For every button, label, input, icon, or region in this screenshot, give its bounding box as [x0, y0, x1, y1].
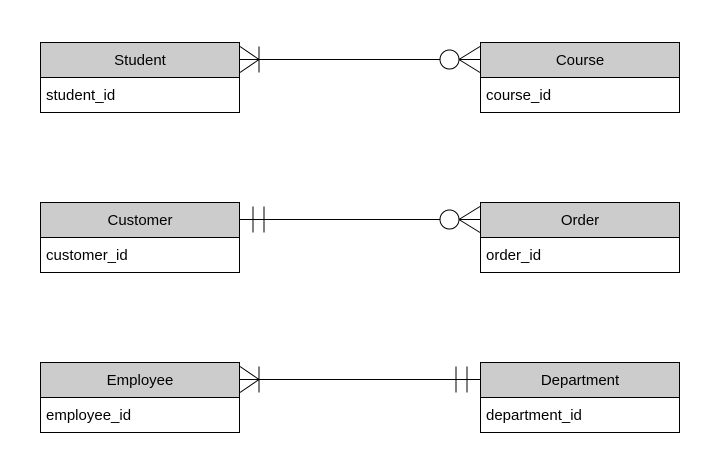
entity-customer-attribute-row: customer_id [41, 238, 239, 272]
attribute-label: order_id [486, 246, 542, 264]
entity-title: Course [555, 51, 605, 69]
entity-customer-header: Customer [41, 203, 239, 238]
entity-customer[interactable]: Customer customer_id [40, 202, 240, 273]
entity-employee-attribute-row: employee_id [41, 398, 239, 432]
cardinality-zero-or-many-icon [439, 46, 481, 73]
attribute-label: customer_id [46, 246, 128, 264]
cardinality-one-or-many-icon [239, 366, 260, 393]
entity-course-header: Course [481, 43, 679, 78]
connector-student-course[interactable] [239, 46, 481, 73]
entity-title: Employee [106, 371, 174, 389]
attribute-label: employee_id [46, 406, 132, 424]
entity-order-attribute-row: order_id [481, 238, 679, 272]
entity-course[interactable]: Course course_id [480, 42, 680, 113]
cardinality-exactly-one-icon [455, 366, 468, 393]
entity-student-attribute-row: student_id [41, 78, 239, 112]
entity-department[interactable]: Department department_id [480, 362, 680, 433]
cardinality-exactly-one-icon [252, 206, 265, 233]
entity-department-header: Department [481, 363, 679, 398]
entity-employee[interactable]: Employee employee_id [40, 362, 240, 433]
attribute-label: student_id [46, 86, 116, 104]
attribute-label: course_id [486, 86, 552, 104]
entity-title: Order [560, 211, 600, 229]
entity-course-attribute-row: course_id [481, 78, 679, 112]
cardinality-one-or-many-icon [239, 46, 260, 73]
connector-employee-department[interactable] [239, 366, 480, 393]
entity-order-header: Order [481, 203, 679, 238]
cardinality-zero-or-many-icon [439, 206, 481, 233]
entity-title: Student [114, 51, 166, 69]
entity-order[interactable]: Order order_id [480, 202, 680, 273]
entity-student[interactable]: Student student_id [40, 42, 240, 113]
entity-title: Department [540, 371, 620, 389]
attribute-label: department_id [486, 406, 582, 424]
entity-department-attribute-row: department_id [481, 398, 679, 432]
connector-customer-order[interactable] [240, 206, 481, 233]
entity-student-header: Student [41, 43, 239, 78]
entity-employee-header: Employee [41, 363, 239, 398]
entity-title: Customer [107, 211, 173, 229]
